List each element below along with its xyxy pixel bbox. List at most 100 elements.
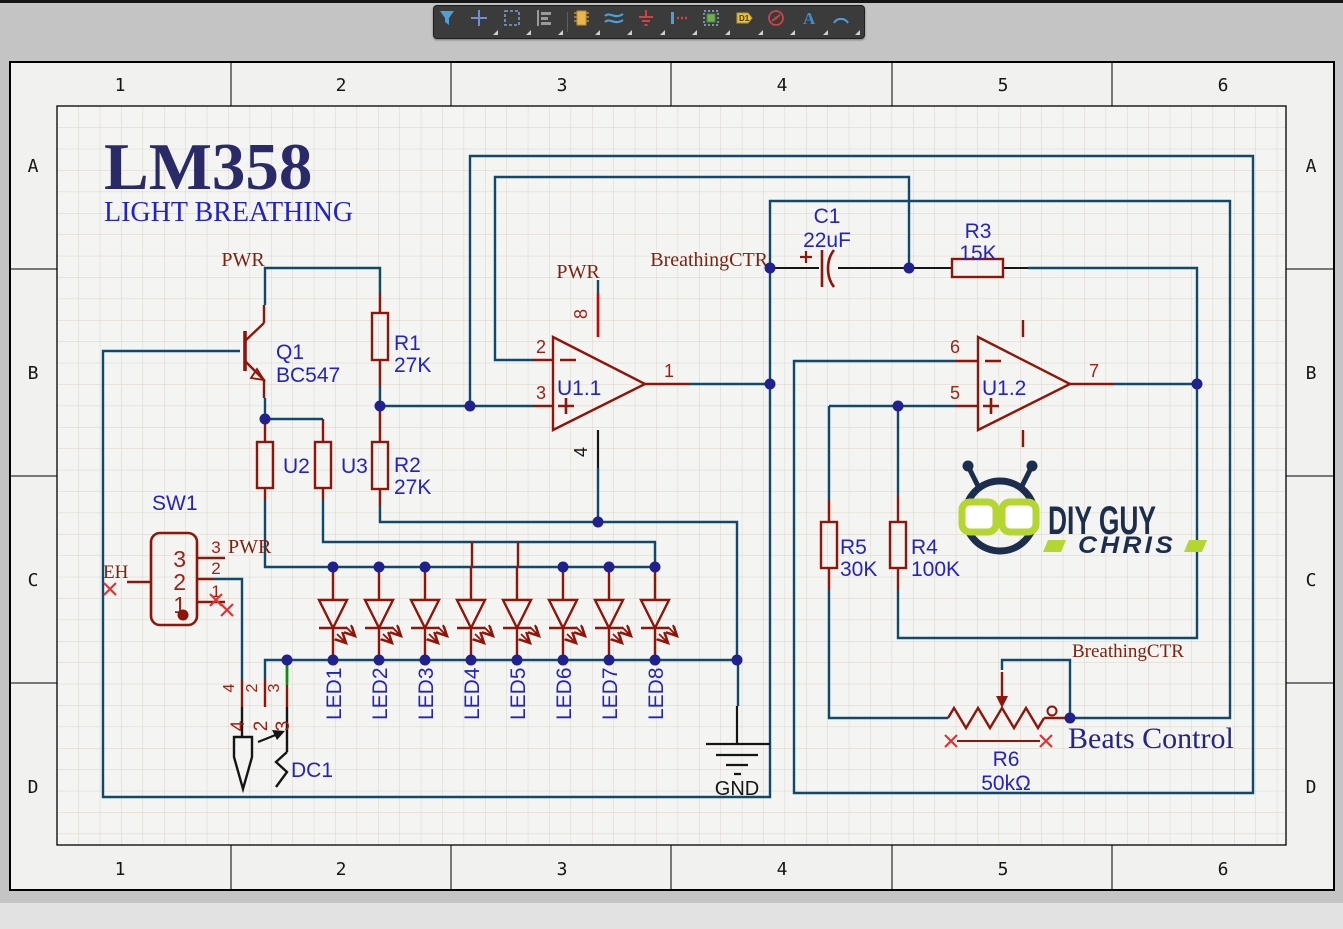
junction-dot: [260, 414, 271, 425]
sw1-dot: [178, 610, 189, 621]
sw1-pin2-num: 2: [211, 559, 220, 578]
net-label-pwr[interactable]: PWR: [228, 536, 272, 558]
c1-ref[interactable]: C1: [814, 205, 841, 228]
dc1-pin4-name: 4: [221, 683, 238, 692]
r4-ref[interactable]: R4: [911, 536, 938, 559]
r5-value[interactable]: 30K: [840, 558, 877, 581]
r2-ref[interactable]: R2: [394, 454, 421, 477]
led5-ref[interactable]: LED5: [507, 667, 530, 720]
junction-dot: [328, 655, 339, 666]
u1a-pin1: 1: [664, 361, 674, 381]
dc1-pin3-name: 3: [266, 683, 283, 692]
r1-ref[interactable]: R1: [394, 332, 421, 355]
r5-ref[interactable]: R5: [840, 536, 867, 559]
frame-column-label: 6: [1218, 75, 1229, 96]
u1b-pin5: 5: [950, 383, 960, 403]
frame-column-label: 6: [1218, 859, 1229, 880]
frame-row-label: C: [28, 570, 39, 591]
q1-value[interactable]: BC547: [276, 364, 340, 387]
junction-dot: [558, 655, 569, 666]
frame-column-label: 5: [998, 75, 1009, 96]
ground-icon[interactable]: [636, 8, 666, 36]
sw1-pin-eh: EH: [103, 562, 129, 583]
frame-row-label: A: [1306, 156, 1317, 177]
net-label-breathingctr[interactable]: BreathingCTR: [650, 249, 768, 271]
junction-dot: [893, 401, 904, 412]
r6-value[interactable]: 50kΩ: [981, 772, 1031, 795]
u2-ref[interactable]: U2: [283, 455, 310, 478]
frame-column-label: 2: [336, 75, 347, 96]
glasses-icon: [962, 502, 996, 532]
u1b-ref[interactable]: U1.2: [982, 377, 1026, 400]
pcb-module-icon[interactable]: [701, 8, 731, 36]
u1a-pin2: 2: [536, 337, 546, 357]
junction-dot: [650, 655, 661, 666]
junction-dot: [375, 401, 386, 412]
glasses-icon: [1002, 502, 1036, 532]
wire-icon[interactable]: [603, 8, 633, 36]
led4-ref[interactable]: LED4: [461, 667, 484, 720]
led1-ref[interactable]: LED1: [323, 667, 346, 720]
led2-ref[interactable]: LED2: [369, 667, 392, 720]
subtitle-text[interactable]: LIGHT BREATHING: [104, 197, 353, 228]
selection-box-icon[interactable]: [502, 8, 532, 36]
sw1-ref[interactable]: SW1: [152, 492, 198, 515]
junction-dot: [604, 562, 615, 573]
crosshair-icon[interactable]: [469, 8, 499, 36]
r6-ref[interactable]: R6: [993, 748, 1020, 771]
junction-dot: [604, 655, 615, 666]
glasses-bridge: [994, 512, 1004, 518]
text-tool-icon[interactable]: A: [799, 8, 829, 36]
net-flag-icon[interactable]: D1: [734, 8, 764, 36]
frame-row-label: B: [28, 363, 39, 384]
status-strip: [0, 903, 1343, 929]
frame-column-label: 3: [557, 75, 568, 96]
title-text[interactable]: LM358: [104, 130, 312, 204]
net-label-pwr[interactable]: PWR: [221, 249, 265, 271]
arc-tool-icon[interactable]: [831, 8, 861, 36]
net-label-pwr[interactable]: PWR: [556, 261, 600, 283]
r4-value[interactable]: 100K: [911, 558, 960, 581]
u1a-ref[interactable]: U1.1: [557, 377, 601, 400]
dc1-ref[interactable]: DC1: [291, 759, 333, 782]
dc1-pin2-name: 2: [244, 683, 261, 692]
u1a-pin8: 8: [571, 309, 591, 319]
r2-value[interactable]: 27K: [394, 476, 431, 499]
frame-row-label: D: [28, 777, 39, 798]
frame-column-label: 1: [115, 75, 126, 96]
logo-line2: CHRIS: [1078, 532, 1176, 559]
r1-value[interactable]: 27K: [394, 354, 431, 377]
led6-ref[interactable]: LED6: [553, 667, 576, 720]
led8-ref[interactable]: LED8: [645, 667, 668, 720]
frame-row-label: D: [1306, 777, 1317, 798]
align-icon[interactable]: [534, 8, 564, 36]
ic-symbol-icon[interactable]: [571, 8, 601, 36]
c1-value[interactable]: 22uF: [803, 229, 851, 252]
r3-value[interactable]: 15K: [959, 242, 996, 265]
beats-control-label[interactable]: Beats Control: [1068, 722, 1234, 755]
frame-column-label: 4: [777, 75, 788, 96]
sw1-pin3-num: 3: [211, 538, 220, 557]
q1-ref[interactable]: Q1: [276, 341, 304, 364]
no-connect-icon[interactable]: [766, 8, 796, 36]
frame-row-label: A: [28, 156, 39, 177]
junction-dot: [593, 517, 604, 528]
antenna-dot: [1027, 461, 1038, 472]
junction-dot: [374, 655, 385, 666]
net-label-breathingctr[interactable]: BreathingCTR: [1072, 641, 1184, 662]
u3-ref[interactable]: U3: [341, 455, 368, 478]
frame-row-label: B: [1306, 363, 1317, 384]
junction-dot: [282, 655, 293, 666]
frame-column-label: 4: [777, 859, 788, 880]
filter-icon[interactable]: [437, 8, 467, 36]
led3-ref[interactable]: LED3: [415, 667, 438, 720]
u1b-pin7: 7: [1089, 361, 1099, 381]
junction-dot: [558, 562, 569, 573]
bus-probe-icon[interactable]: [668, 8, 698, 36]
junction-dot: [466, 655, 477, 666]
r3-ref[interactable]: R3: [965, 220, 992, 243]
junction-dot: [1192, 379, 1203, 390]
led7-ref[interactable]: LED7: [599, 667, 622, 720]
